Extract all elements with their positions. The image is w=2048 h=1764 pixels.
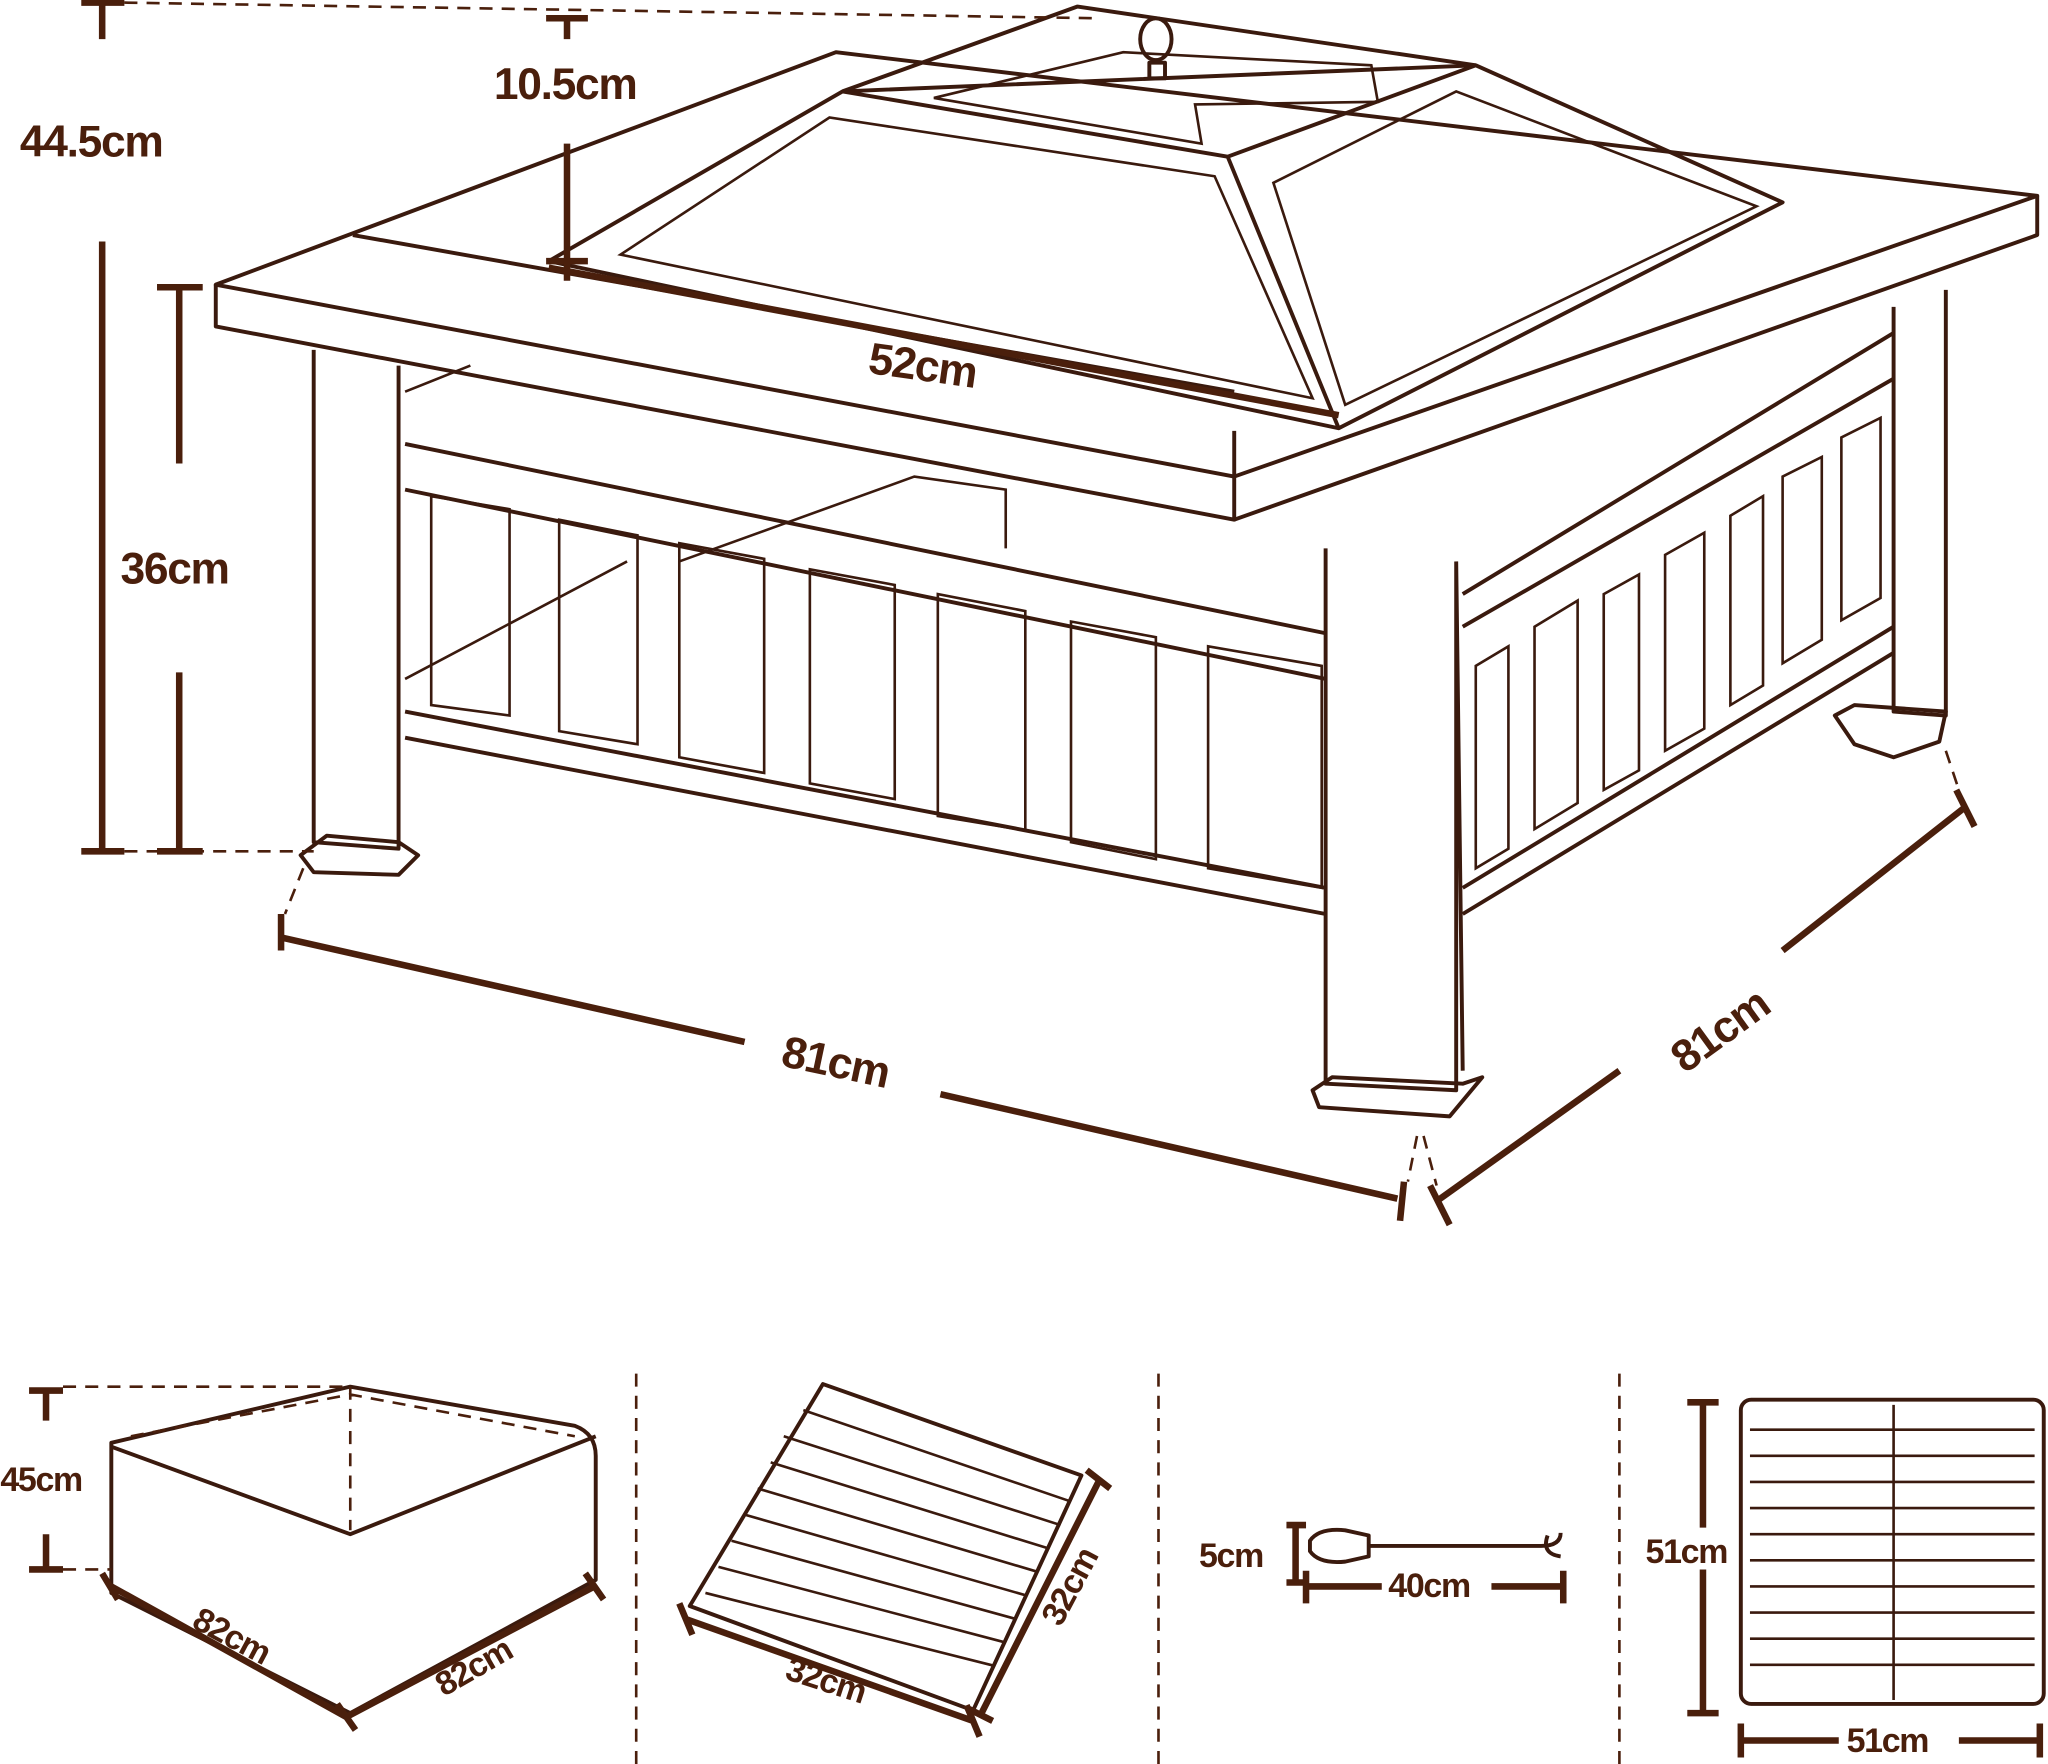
poker-length-label: 40cm [1388,1567,1470,1605]
cover-depth-label: 82cm [429,1630,519,1704]
leg-height-label: 36cm [120,545,228,594]
main-dimensions: 44.5cm 10.5cm 52cm 36cm 81cm 81cm [20,0,1978,1227]
fire-pit-table [213,4,2040,1119]
grill-width-label: 51cm [1847,1722,1929,1760]
poker-accessory: 5cm 40cm [1199,1521,1567,1605]
section-dividers [634,1373,1621,1764]
side-depth-label: 81cm [1662,979,1778,1082]
front-width-label: 81cm [778,1027,894,1097]
grate-accessory: 32cm 32cm [676,1382,1113,1738]
grill-height-label: 51cm [1646,1533,1728,1571]
grate-width-label: 32cm [781,1650,870,1711]
grill-accessory: 51cm 51cm [1646,1397,2046,1760]
front-slats [429,494,1324,890]
lid-height-label: 10.5cm [494,60,637,109]
poker-height-label: 5cm [1199,1537,1263,1575]
overall-height-label: 44.5cm [20,118,163,167]
cover-height-label: 45cm [0,1461,82,1499]
side-slats [1474,415,1882,871]
cover-width-label: 82cm [187,1600,277,1672]
cover-accessory: 45cm 82cm 82cm [0,1384,607,1732]
